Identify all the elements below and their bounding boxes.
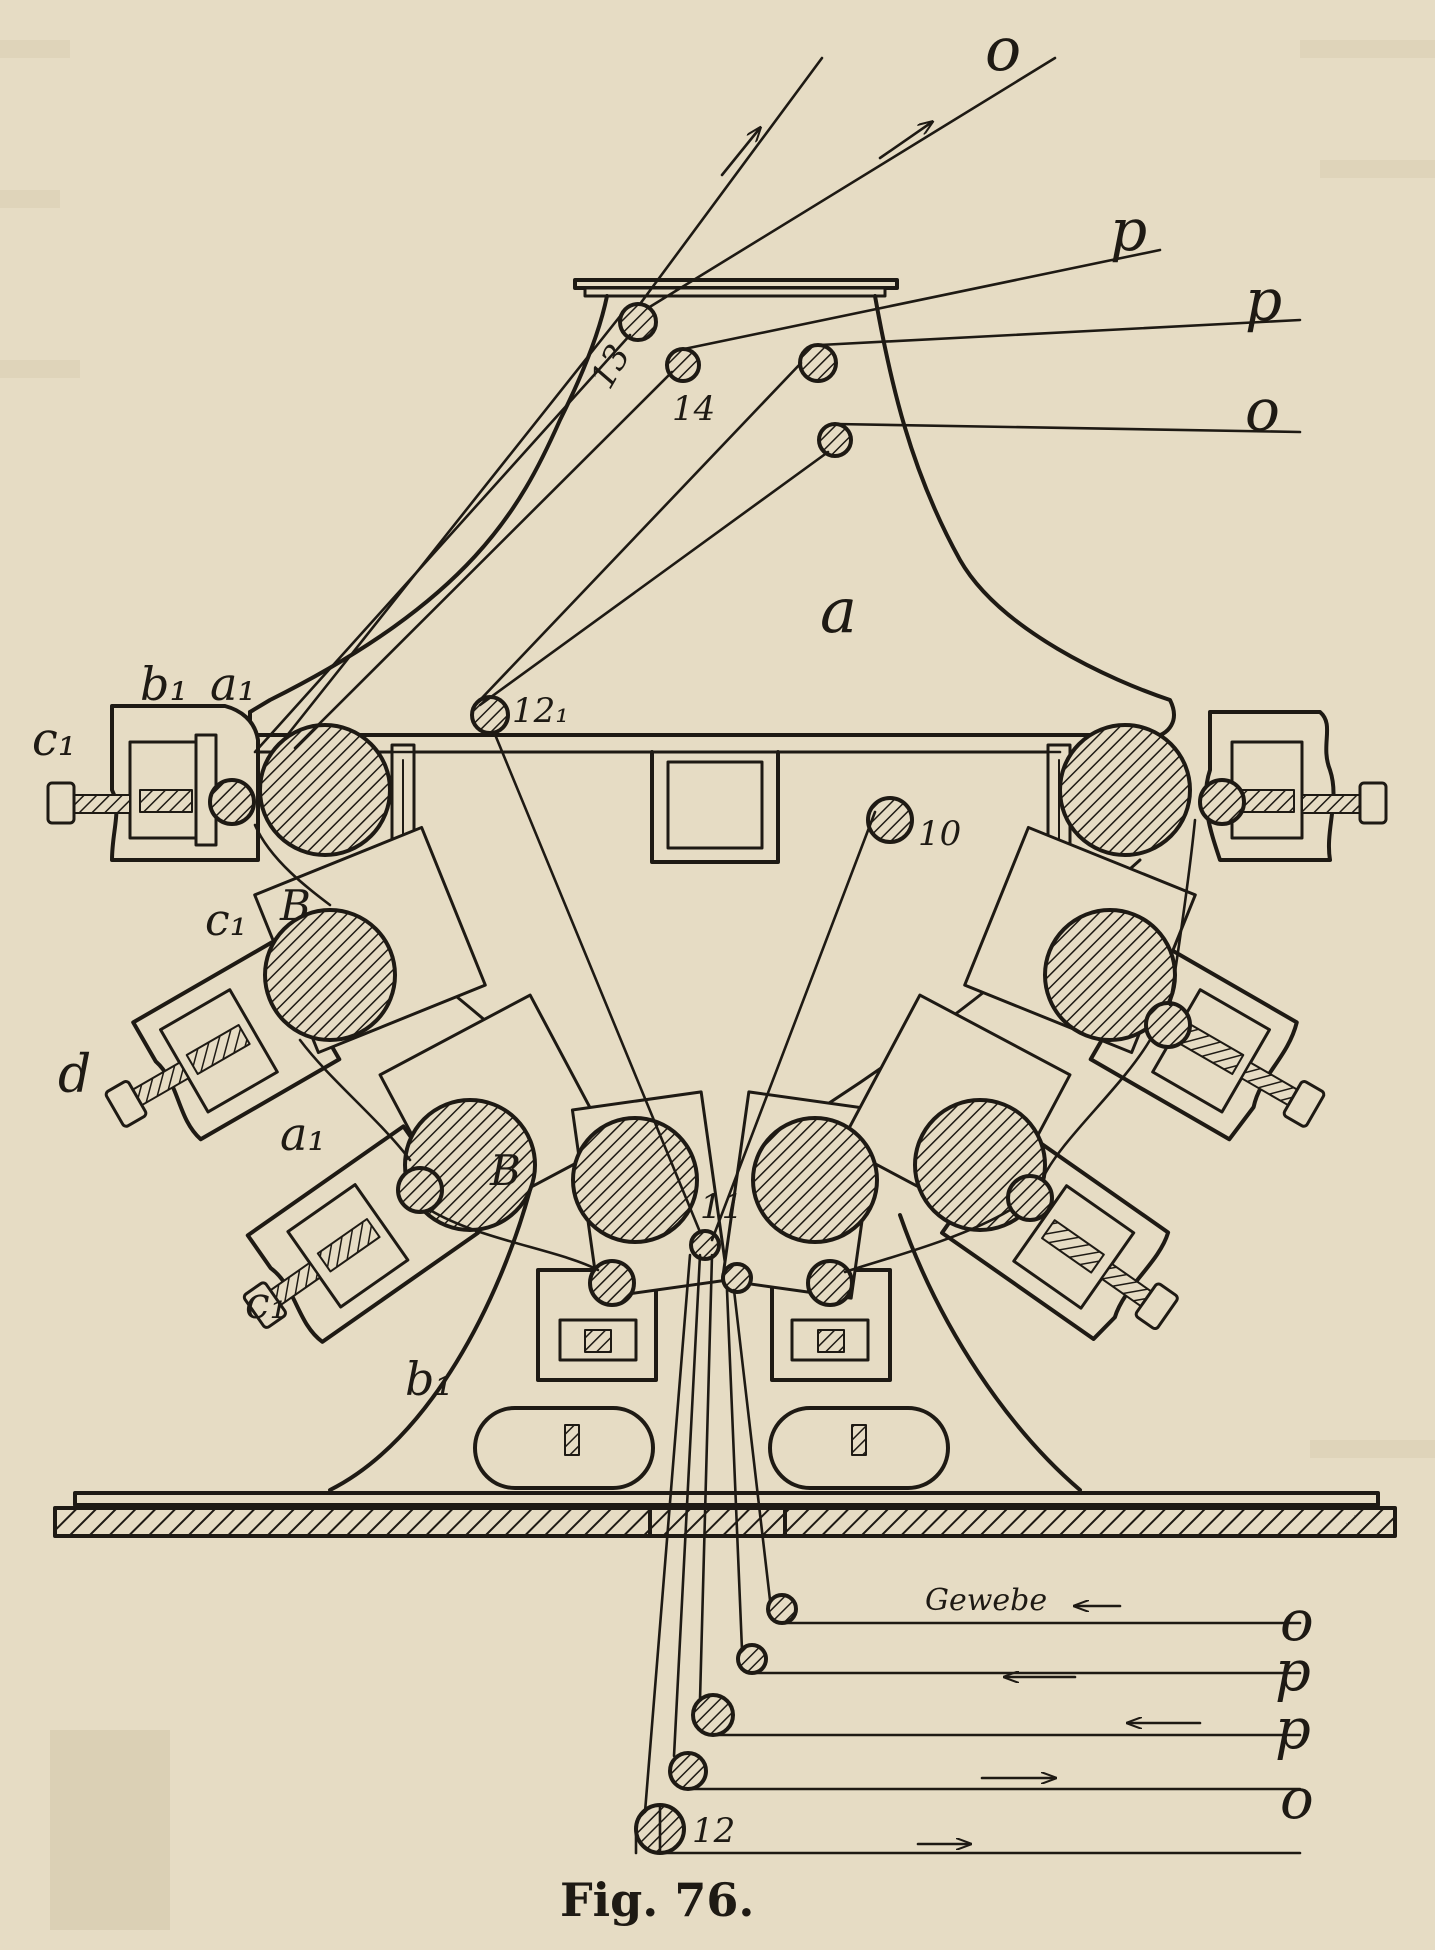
label-B-upper: B (279, 881, 311, 930)
label-o-bottom-2: o (1280, 1767, 1314, 1832)
roller-number-14: 14 (672, 389, 715, 429)
roller-number-10: 10 (918, 814, 961, 854)
label-p-bottom-1: p (1275, 1639, 1311, 1704)
roller-number-12-1: 12₁ (512, 691, 569, 731)
machine-frame (53, 278, 1397, 1538)
label-a1-left-top: a₁ (210, 657, 256, 711)
label-a-frame: a (820, 574, 857, 647)
label-c1-left-mid: c₁ (205, 895, 247, 946)
bearing-left-top (46, 704, 416, 877)
roller-number-11: 11 (700, 1187, 743, 1227)
label-o-bottom-1: o (1280, 1589, 1314, 1654)
label-B-lower: B (489, 1146, 521, 1195)
label-p-second: p (1245, 266, 1282, 334)
roller-number-12: 12 (692, 1811, 735, 1851)
label-c1-left-top: c₁ (32, 712, 76, 766)
label-o-second: o (1245, 376, 1280, 444)
label-a1-left-low: a₁ (280, 1107, 326, 1161)
label-b1-left-low: b₁ (405, 1352, 453, 1406)
label-d-left: d (58, 1045, 91, 1105)
label-p-bottom-2: p (1275, 1697, 1311, 1762)
figure-caption: Fig. 76. (560, 1873, 754, 1927)
label-c1-left-low: c₁ (245, 1278, 287, 1329)
press-rollers (208, 778, 1246, 1307)
bearing-bottom-left (536, 1268, 658, 1382)
label-gewebe: Gewebe (925, 1583, 1047, 1618)
bleed-through-texture (0, 40, 1435, 1930)
guide-rollers (470, 302, 914, 1855)
web-paths (253, 56, 1302, 1855)
letter-labels: o p p o a b₁ a₁ c₁ B c₁ d a₁ B c₁ b₁ Gew… (32, 15, 1314, 1832)
label-b1-left-top: b₁ (140, 657, 188, 711)
label-p-top: p (1110, 196, 1147, 264)
direction-arrows (720, 122, 1202, 1844)
label-o-top: o (985, 15, 1021, 85)
